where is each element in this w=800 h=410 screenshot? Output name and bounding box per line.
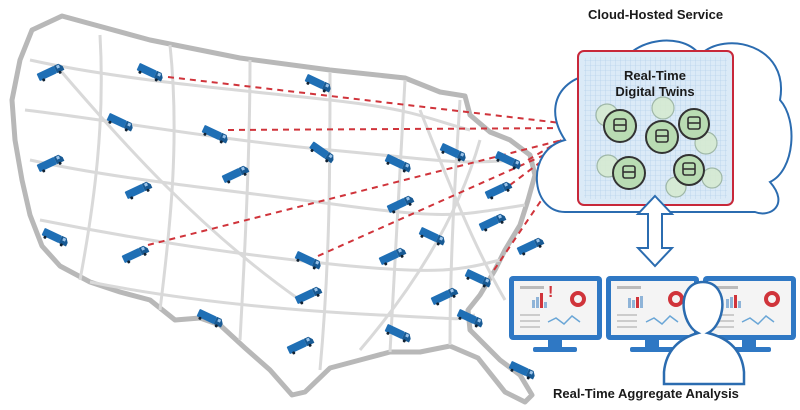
us-map bbox=[9, 13, 538, 405]
digital-twin-truck-icon bbox=[651, 96, 675, 120]
digital-twins-panel bbox=[577, 50, 734, 206]
analysis-monitors: ! bbox=[509, 276, 796, 352]
digital-twin-truck-icon bbox=[603, 109, 637, 143]
link-line bbox=[167, 76, 579, 126]
cloud-service-label: Cloud-Hosted Service bbox=[588, 7, 724, 22]
person-silhouette-icon bbox=[662, 280, 746, 386]
truck-icon bbox=[516, 236, 546, 257]
digital-twins-label: Real-Time Digital Twins bbox=[584, 68, 726, 100]
monitor-icon: ! bbox=[509, 276, 602, 352]
highway-network bbox=[24, 34, 526, 371]
digital-twin-truck-icon bbox=[701, 167, 723, 189]
monitor-icon bbox=[606, 276, 699, 352]
double-arrow-icon bbox=[635, 194, 675, 268]
link-line bbox=[147, 135, 579, 246]
digital-twin-truck-icon bbox=[673, 154, 705, 186]
link-line bbox=[317, 139, 579, 257]
aggregate-analysis-label: Real-Time Aggregate Analysis bbox=[553, 386, 739, 401]
digital-twins-label-line2: Digital Twins bbox=[615, 84, 695, 99]
digital-twin-truck-icon bbox=[678, 108, 710, 140]
alert-exclamation-icon: ! bbox=[548, 284, 553, 301]
digital-twins-label-line1: Real-Time bbox=[624, 68, 686, 83]
digital-twin-truck-icon bbox=[612, 156, 646, 190]
digital-twin-truck-icon bbox=[645, 120, 679, 154]
link-line bbox=[227, 127, 579, 131]
